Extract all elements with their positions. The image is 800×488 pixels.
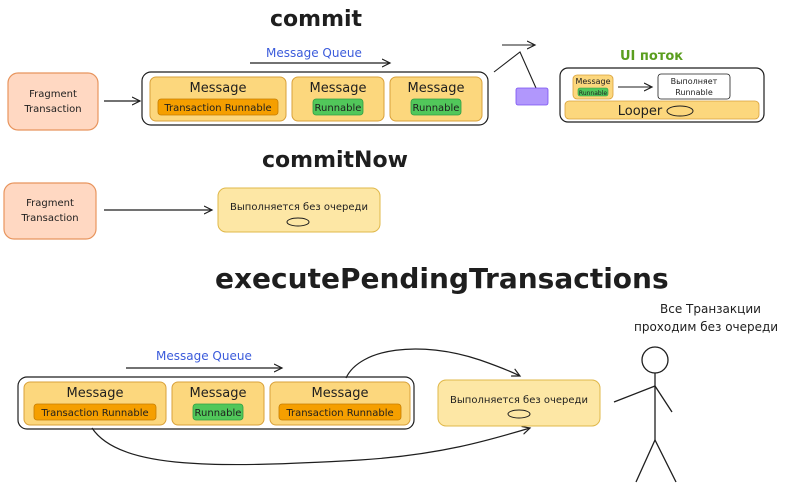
commit-now-exec-label: Выполняется без очереди (230, 202, 368, 213)
execute-queue-label: Message Queue (156, 349, 252, 363)
commit-message-1-chip (157, 98, 279, 116)
looper-loop-icon (666, 105, 694, 117)
commit-queue-message-3: Message Runnable (389, 76, 483, 122)
ui-thread-exec-line1: Выполняет (671, 77, 718, 86)
commit-message-3-title: Message (408, 81, 465, 96)
execute-top-curve-arrow (345, 348, 520, 379)
commit-now-fragment-transaction: Fragment Transaction (3, 182, 97, 240)
execute-exec-label: Выполняется без очереди (450, 395, 588, 406)
commit-fragment-transaction: Fragment Transaction (7, 72, 99, 131)
commit-fragment-line1: Fragment (29, 89, 77, 100)
looper-label: Looper (618, 104, 663, 119)
stick-figure-right-arm (654, 385, 673, 413)
execute-loop-icon (507, 409, 531, 419)
commit-message-3-chip-label: Runnable (413, 103, 460, 114)
commit-now-fragment-line1: Fragment (26, 198, 74, 209)
commit-message-1-chip-label: Transaction Runnable (163, 103, 271, 114)
ui-thread-label: UI поток (620, 49, 683, 64)
commit-queue-message-2: Message Runnable (291, 76, 385, 122)
execute-pending-title: executePendingTransactions (215, 262, 669, 295)
execute-message-3-chip-label: Transaction Runnable (285, 408, 393, 419)
commit-message-2-chip (312, 98, 364, 116)
execute-message-1-title: Message (67, 386, 124, 401)
execute-message-1-chip (33, 403, 157, 421)
ui-thread-message-title: Message (575, 77, 610, 86)
commit-now-title: commitNow (262, 148, 408, 173)
stick-figure (613, 346, 677, 483)
execute-message-2-chip-label: Runnable (195, 408, 242, 419)
execute-queue-message-2: Message Runnable (171, 381, 265, 426)
ui-thread-exec-line2: Runnable (675, 88, 713, 97)
commit-message-3-chip (410, 98, 462, 116)
commit-message-1-title: Message (190, 81, 247, 96)
stick-figure-right-leg (654, 439, 677, 483)
commit-queue-message-1: Message Transaction Runnable (149, 76, 287, 122)
execute-message-1-chip-label: Transaction Runnable (40, 408, 148, 419)
execute-queue-message-3: Message Transaction Runnable (269, 381, 411, 426)
commit-queue-label: Message Queue (266, 46, 362, 60)
execute-message-2-chip (192, 403, 244, 421)
commit-title: commit (270, 7, 363, 32)
ui-thread-executes: Выполняет Runnable (657, 73, 731, 100)
commit-handoff-line (493, 51, 537, 89)
ui-thread-message-chip: Runnable (579, 90, 607, 97)
note-line2: проходим без очереди (634, 320, 778, 334)
execute-exec-box: Выполняется без очереди (437, 379, 601, 427)
commit-now-exec-box: Выполняется без очереди (217, 187, 381, 233)
stick-figure-head (641, 346, 669, 374)
commit-message-2-title: Message (310, 81, 367, 96)
execute-message-2-title: Message (190, 386, 247, 401)
ui-thread-message: Message Runnable (572, 74, 614, 100)
commit-fragment-line2: Transaction (23, 104, 81, 115)
stick-figure-left-leg (635, 439, 656, 483)
execute-message-3-title: Message (312, 386, 369, 401)
looper: Looper (564, 100, 760, 120)
commit-now-fragment-line2: Transaction (20, 213, 78, 224)
stick-figure-left-arm (613, 385, 656, 403)
commit-message-2-chip-label: Runnable (315, 103, 362, 114)
commit-now-loop-icon (286, 217, 310, 227)
execute-bottom-curve-arrow (91, 428, 530, 466)
execute-queue-message-1: Message Transaction Runnable (23, 381, 167, 426)
dequeued-message-block (515, 87, 549, 106)
execute-message-3-chip (278, 403, 402, 421)
note-line1: Все Транзакции (660, 302, 761, 316)
